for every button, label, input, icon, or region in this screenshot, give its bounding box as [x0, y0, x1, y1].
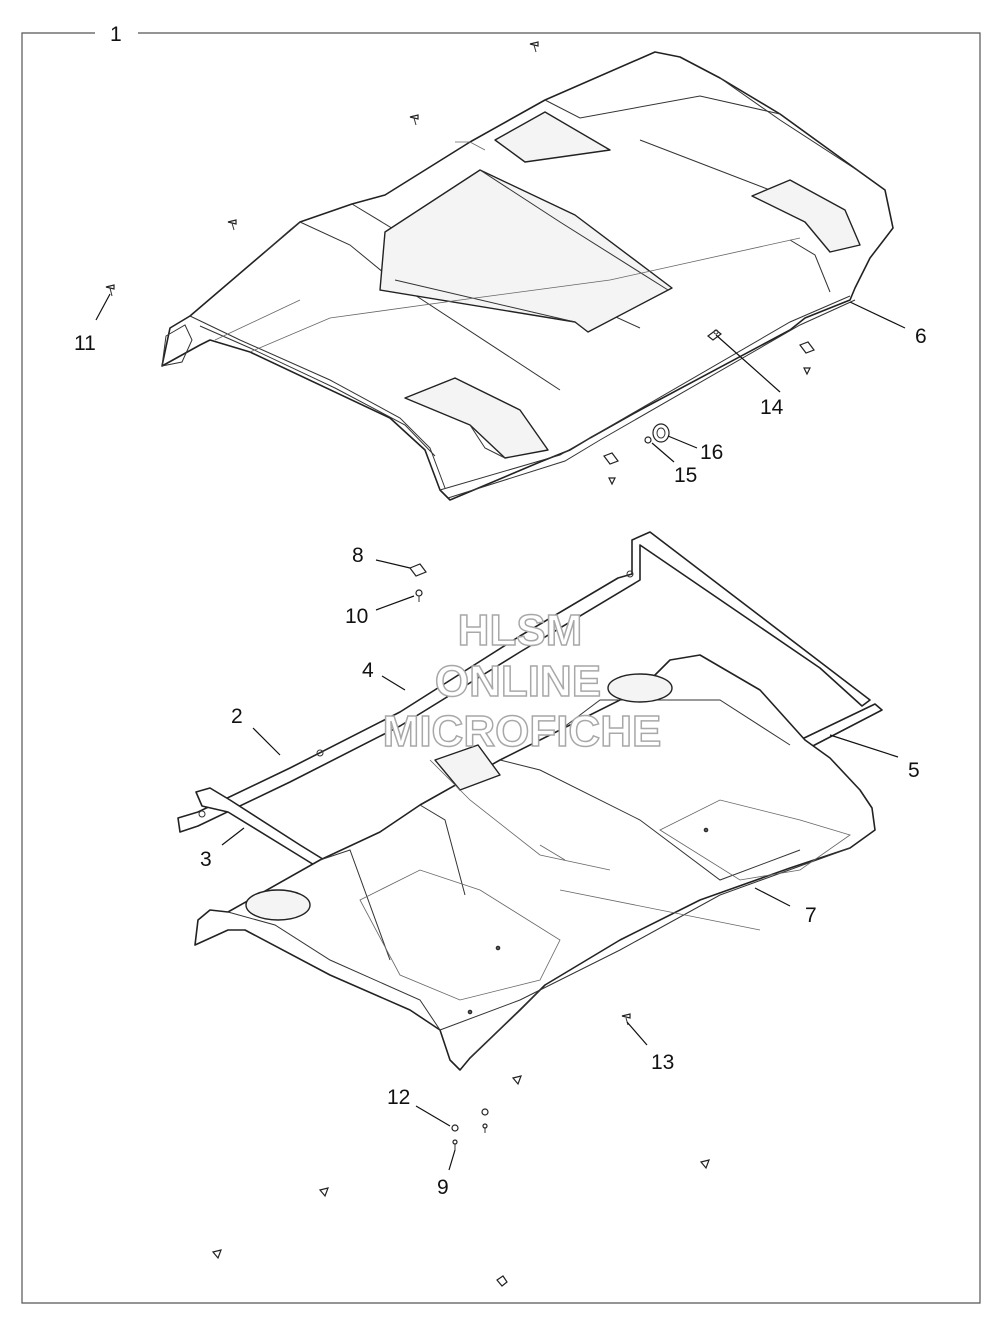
push-rivet-icon — [318, 1187, 329, 1198]
clip-nut-icon — [799, 341, 815, 354]
watermark-line-2: ONLINE — [435, 657, 601, 706]
screw-icon — [803, 367, 811, 376]
callout-8: 8 — [352, 544, 364, 567]
callout-3: 3 — [200, 848, 212, 871]
washer-icon — [481, 1108, 489, 1116]
washer-icon — [644, 436, 652, 444]
push-rivet-icon — [699, 1159, 710, 1170]
callout-12: 12 — [387, 1086, 410, 1109]
screw-icon — [452, 1139, 458, 1150]
callout-14: 14 — [760, 396, 784, 419]
callout-13: 13 — [651, 1051, 674, 1074]
screw-icon — [227, 219, 237, 231]
callout-6: 6 — [915, 325, 927, 348]
push-rivet-icon — [211, 1249, 222, 1260]
screw-icon — [482, 1123, 488, 1133]
screw-icon — [529, 41, 539, 53]
callout-16: 16 — [700, 441, 723, 464]
callout-4: 4 — [362, 659, 374, 682]
callout-9: 9 — [437, 1176, 449, 1199]
diagram-frame — [21, 32, 981, 1304]
callout-10: 10 — [345, 605, 368, 628]
screw-icon — [409, 114, 419, 126]
fasteners — [105, 41, 815, 1287]
leader-lines — [95, 293, 906, 1171]
push-rivet-icon — [511, 1075, 522, 1086]
roof-headliner — [194, 654, 876, 1071]
callout-1: 1 — [110, 23, 122, 46]
push-rivet-icon — [621, 1013, 631, 1026]
watermark-line-1: HLSM — [458, 606, 583, 655]
clip-icon — [409, 563, 427, 577]
clip-nut-icon — [603, 452, 619, 465]
callout-2: 2 — [231, 705, 243, 728]
callout-7: 7 — [805, 904, 817, 927]
push-rivet-icon — [496, 1275, 508, 1287]
callout-labels: 1 11 6 14 16 15 8 10 4 2 5 3 7 13 12 9 — [74, 23, 927, 1199]
watermark-line-3: MICROFICHE — [383, 707, 662, 756]
callout-5: 5 — [908, 759, 920, 782]
watermark: HLSM ONLINE MICROFICHE — [382, 605, 662, 757]
screw-icon — [415, 589, 423, 602]
callout-11: 11 — [74, 332, 96, 355]
grommet-icon — [652, 423, 670, 443]
callout-15: 15 — [674, 464, 697, 487]
screw-icon — [608, 477, 616, 486]
screw-icon — [105, 284, 115, 297]
washer-icon — [451, 1124, 459, 1132]
roof-top-cover — [161, 51, 894, 501]
